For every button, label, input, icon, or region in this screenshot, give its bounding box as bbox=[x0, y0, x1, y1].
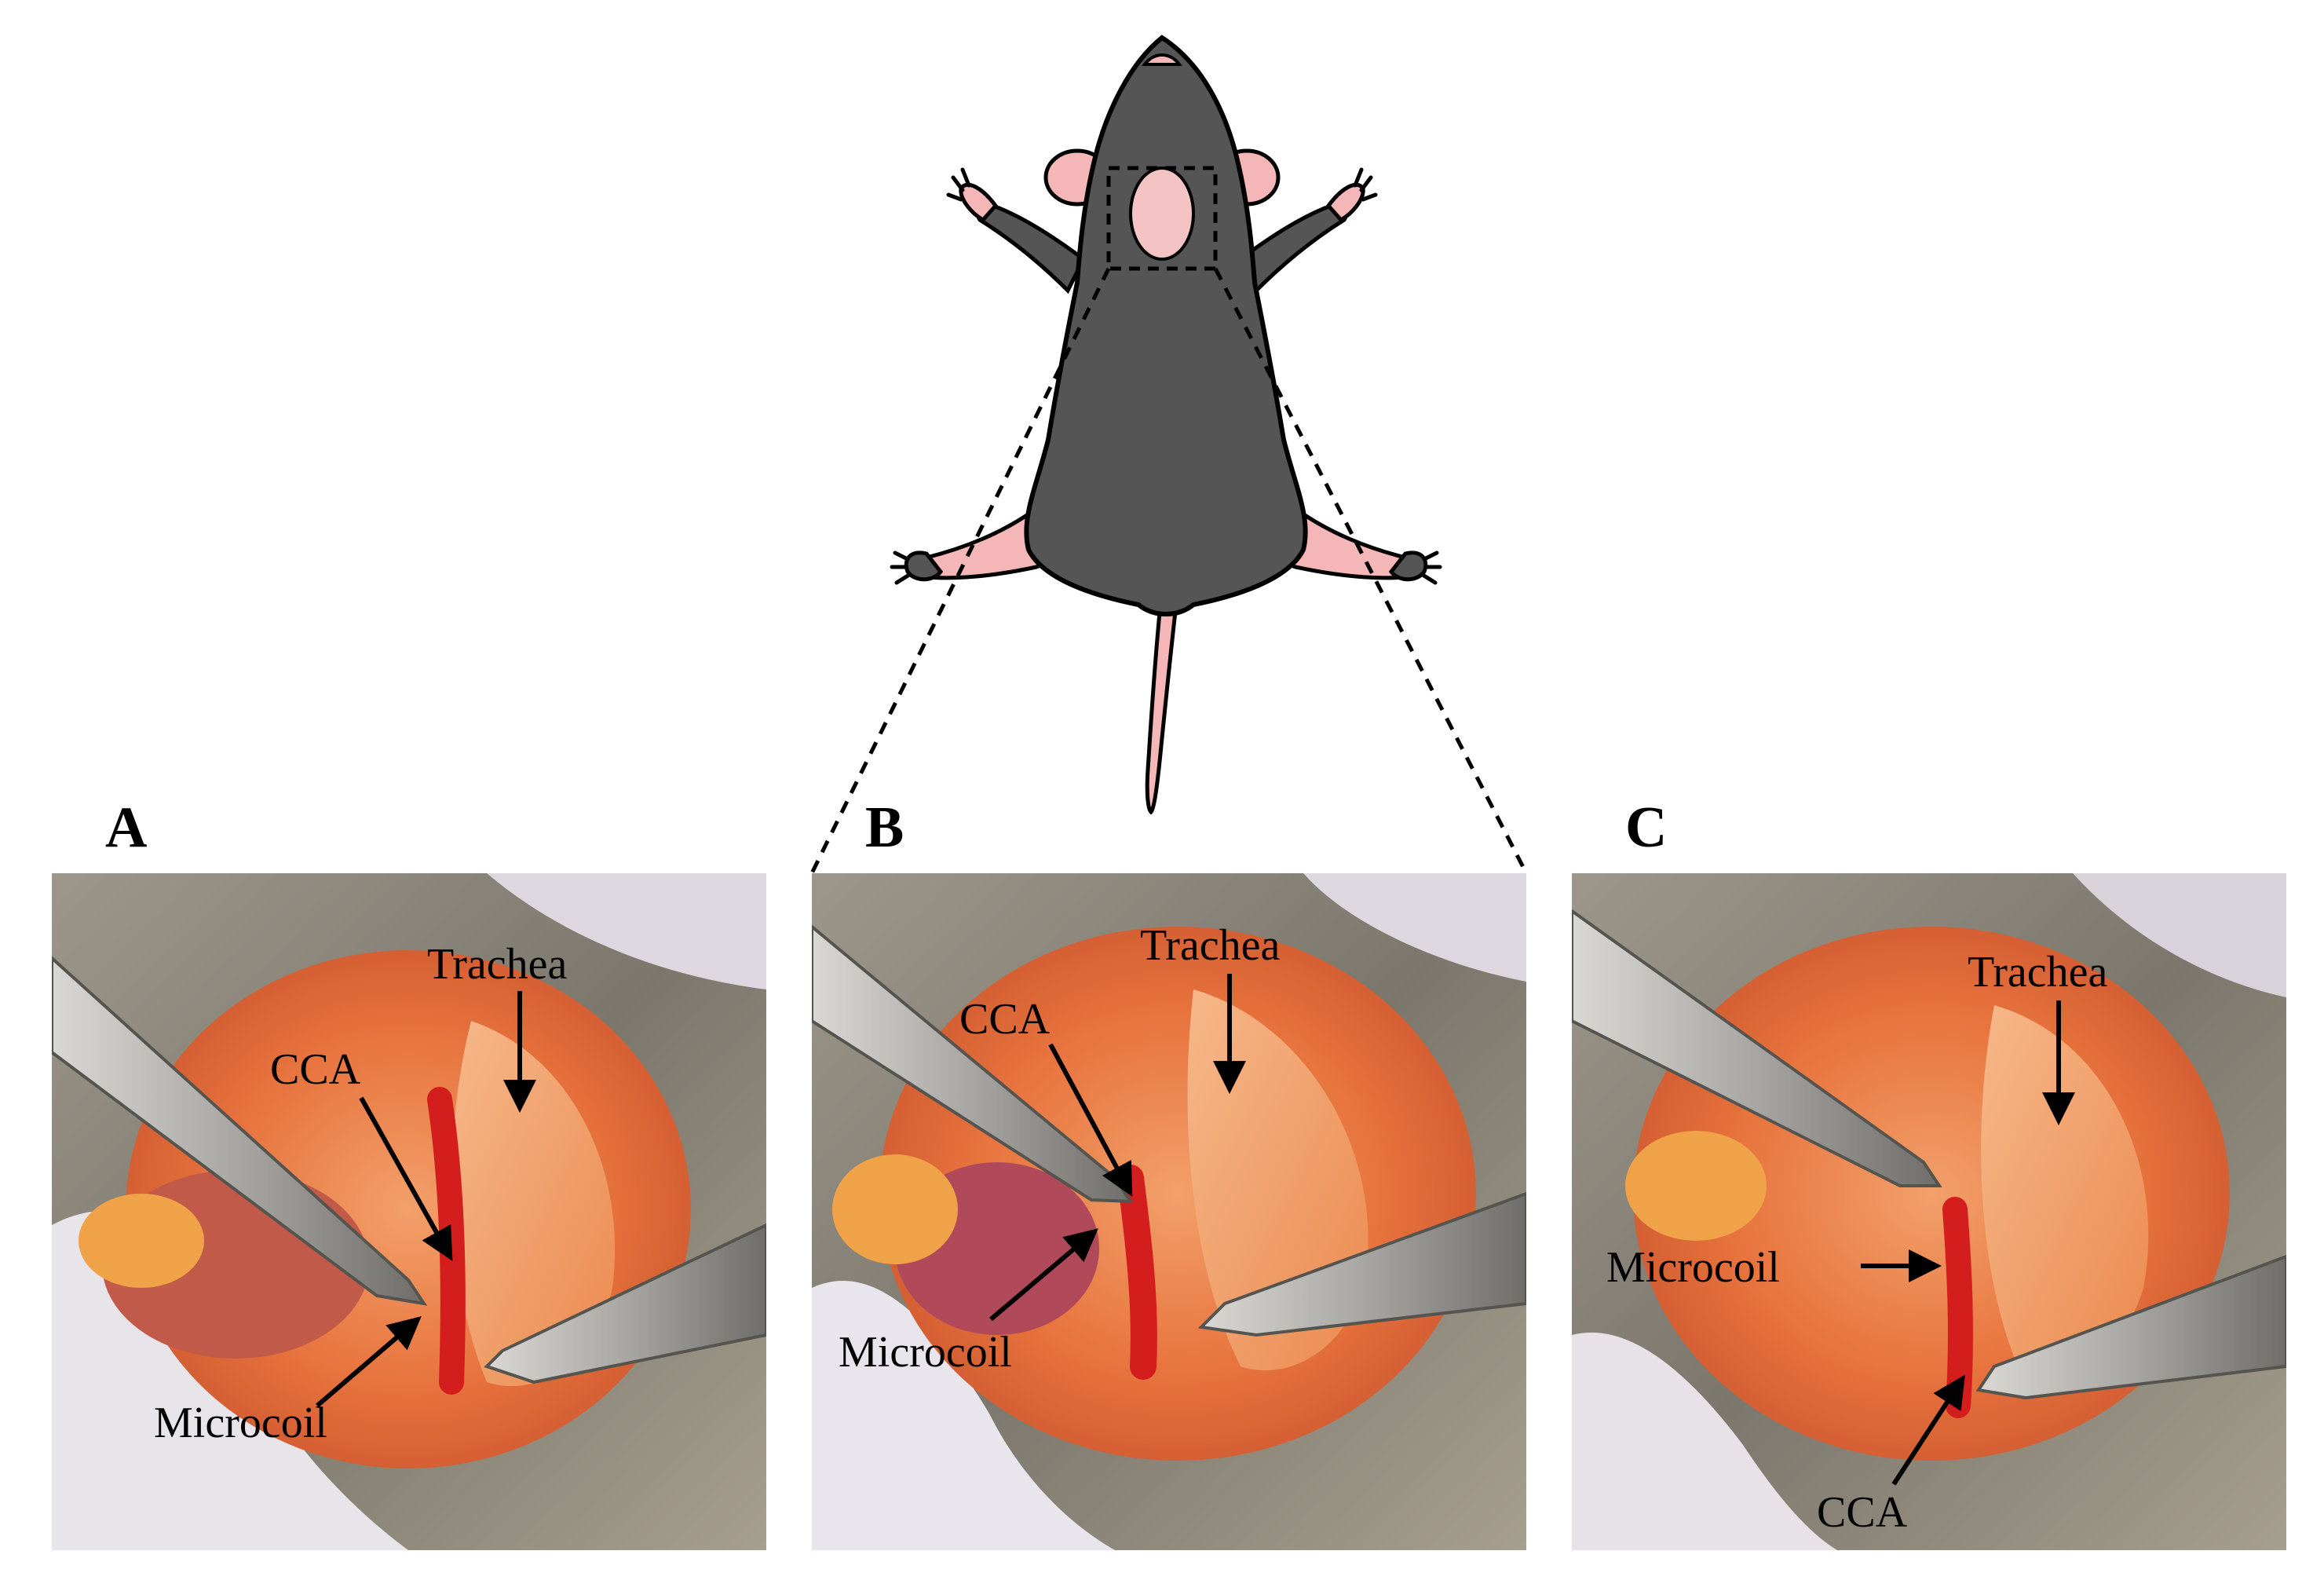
panel-c-cca-label: CCA bbox=[1817, 1488, 1908, 1537]
mouse-hind-paw-right bbox=[1388, 550, 1428, 582]
mouse-front-claws bbox=[946, 167, 1378, 202]
mouse-throat-incision bbox=[1129, 166, 1195, 261]
panel-c-trachea-label: Trachea bbox=[1968, 948, 2107, 997]
zoom-line-right bbox=[1213, 267, 1529, 875]
panel-b-photo bbox=[812, 873, 1526, 1550]
panel-c-microcoil-label: Microcoil bbox=[1606, 1243, 1780, 1292]
panel-a-trachea-label: Trachea bbox=[427, 940, 567, 989]
panel-a-microcoil-label: Microcoil bbox=[154, 1399, 327, 1447]
panel-a-cca-arrow bbox=[359, 1096, 453, 1261]
panel-a-photo bbox=[52, 873, 766, 1550]
mouse-illustration bbox=[890, 35, 1442, 815]
panel-letter-c: C bbox=[1625, 796, 1667, 860]
mouse-tail bbox=[1145, 602, 1178, 815]
panel-c-photo bbox=[1572, 873, 2286, 1550]
panel-a-cca-label: CCA bbox=[270, 1045, 361, 1094]
panel-b-cca-label: CCA bbox=[959, 995, 1051, 1044]
mouse-body bbox=[1024, 35, 1308, 616]
mouse-hind-paw-left bbox=[904, 550, 944, 582]
panel-c-cca-arrow bbox=[1891, 1374, 1965, 1486]
panel-a-microcoil-arrow bbox=[316, 1316, 422, 1408]
zoom-box bbox=[1106, 166, 1218, 271]
mouse-claws bbox=[890, 550, 1442, 585]
panel-b-microcoil-arrow bbox=[989, 1228, 1098, 1322]
panel-b-microcoil-label: Microcoil bbox=[839, 1328, 1012, 1377]
panel-b-cca-arrow bbox=[1048, 1043, 1133, 1197]
mouse-front-leg-left bbox=[975, 203, 1087, 294]
panel-b-trachea-label: Trachea bbox=[1140, 921, 1280, 970]
panel-letter-b: B bbox=[865, 796, 904, 860]
zoom-line-left bbox=[809, 267, 1111, 875]
panel-letter-a: A bbox=[105, 796, 147, 860]
mouse-nose bbox=[1141, 53, 1183, 66]
